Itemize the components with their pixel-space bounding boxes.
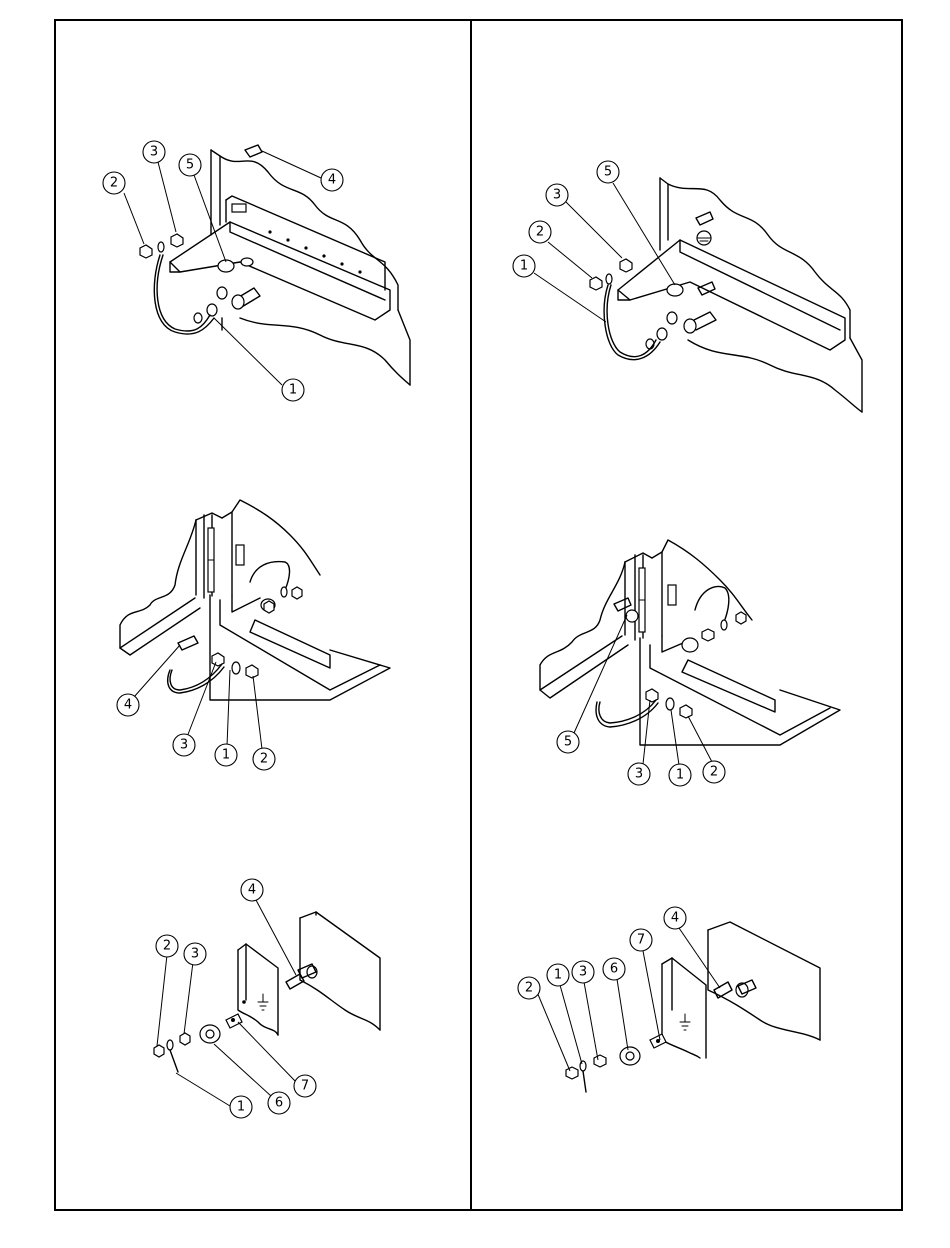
callout-5: 5: [597, 161, 619, 183]
assembly-top-left: [124, 145, 410, 385]
callout-4: 4: [321, 169, 343, 191]
svg-text:3: 3: [191, 947, 199, 962]
svg-text:3: 3: [579, 965, 587, 980]
callout-6: 6: [268, 1092, 290, 1114]
callout-3: 3: [572, 961, 594, 983]
callout-2: 2: [103, 172, 125, 194]
callout-3: 3: [546, 184, 568, 206]
svg-text:2: 2: [536, 225, 544, 240]
svg-text:5: 5: [564, 735, 572, 750]
assembly-middle-right: [540, 540, 840, 765]
svg-text:6: 6: [610, 962, 618, 977]
callout-2: 2: [253, 748, 275, 770]
callout-2: 2: [518, 977, 540, 999]
callout-2: 2: [529, 221, 551, 243]
callout-5: 5: [557, 731, 579, 753]
svg-text:2: 2: [710, 765, 718, 780]
callout-3: 3: [628, 763, 650, 785]
callouts-middle-left: 4 3 1 2: [117, 694, 275, 770]
assembly-bottom-left: [154, 900, 380, 1106]
svg-text:1: 1: [289, 383, 297, 398]
callout-5: 5: [179, 154, 201, 176]
svg-text:2: 2: [525, 981, 533, 996]
callout-7: 7: [630, 929, 652, 951]
svg-text:3: 3: [180, 738, 188, 753]
assembly-top-right: [534, 178, 862, 412]
svg-text:6: 6: [275, 1096, 283, 1111]
callout-6: 6: [603, 958, 625, 980]
svg-text:3: 3: [150, 145, 158, 160]
assembly-middle-left: [120, 500, 390, 749]
svg-text:4: 4: [328, 173, 336, 188]
callout-2: 2: [703, 761, 725, 783]
sheet-border: [55, 20, 902, 1210]
callouts-top-right: 3 5 2 1: [513, 161, 619, 277]
svg-text:3: 3: [635, 767, 643, 782]
callout-2: 2: [156, 935, 178, 957]
svg-text:5: 5: [604, 165, 612, 180]
assembly-bottom-right: [537, 922, 820, 1092]
svg-text:2: 2: [163, 939, 171, 954]
svg-text:7: 7: [637, 933, 645, 948]
callout-1: 1: [230, 1096, 252, 1118]
svg-text:2: 2: [110, 176, 118, 191]
svg-text:4: 4: [671, 911, 679, 926]
callout-1: 1: [215, 744, 237, 766]
callouts-bottom-left: 4 2 3 1 6 7: [156, 879, 316, 1118]
svg-text:3: 3: [553, 188, 561, 203]
callout-3: 3: [184, 943, 206, 965]
callout-1: 1: [669, 764, 691, 786]
callout-1: 1: [282, 379, 304, 401]
callout-3: 3: [173, 734, 195, 756]
callout-7: 7: [294, 1075, 316, 1097]
svg-text:1: 1: [222, 748, 230, 763]
callout-4: 4: [664, 907, 686, 929]
svg-text:1: 1: [237, 1100, 245, 1115]
svg-text:1: 1: [676, 768, 684, 783]
svg-text:5: 5: [186, 158, 194, 173]
svg-text:1: 1: [520, 259, 528, 274]
svg-text:4: 4: [248, 883, 256, 898]
svg-text:7: 7: [301, 1079, 309, 1094]
svg-text:4: 4: [124, 698, 132, 713]
callout-1: 1: [513, 255, 535, 277]
svg-text:2: 2: [260, 752, 268, 767]
callout-1: 1: [547, 964, 569, 986]
callout-4: 4: [117, 694, 139, 716]
callout-3: 3: [143, 141, 165, 163]
svg-text:1: 1: [554, 968, 562, 983]
callout-4: 4: [241, 879, 263, 901]
callouts-bottom-right: 4 7 2 1 3 6: [518, 907, 686, 999]
